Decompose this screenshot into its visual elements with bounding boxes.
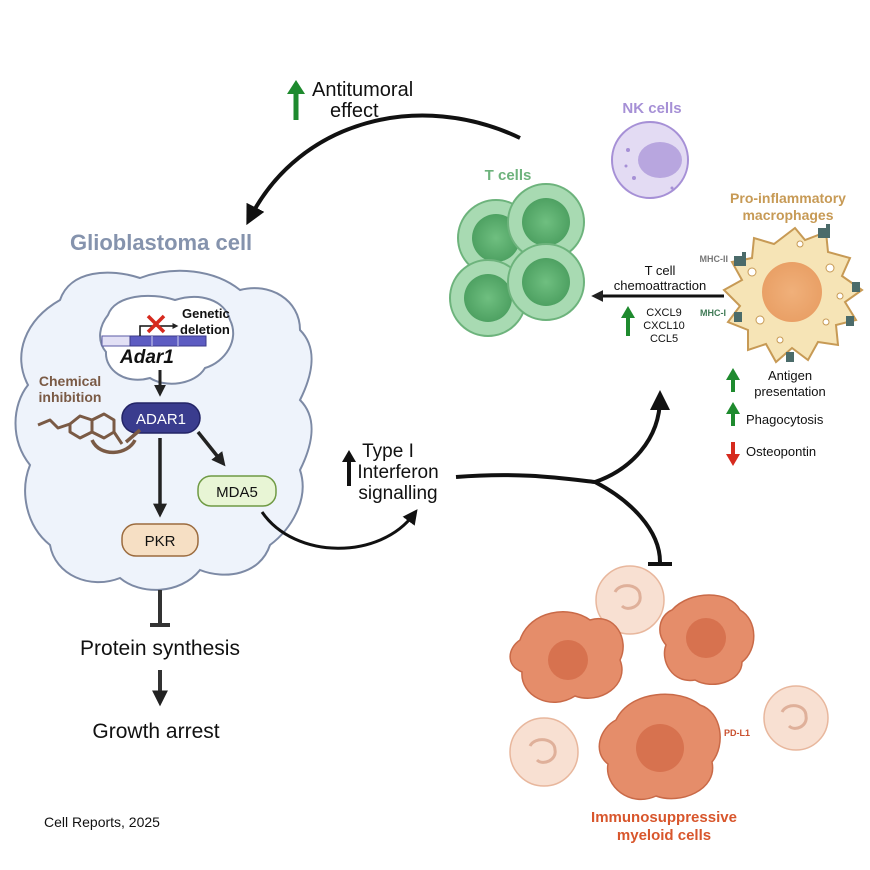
chemical-label-1: Chemical xyxy=(39,373,101,389)
macrophage-label-2: macrophages xyxy=(742,207,833,223)
inhibitor-molecule-icon xyxy=(37,412,124,445)
myeloid-cell-cluster xyxy=(509,565,829,801)
glioblastoma-title: Glioblastoma cell xyxy=(70,230,252,255)
mhc-receptor-icons xyxy=(734,224,860,362)
interferon-label-3: signalling xyxy=(358,483,437,504)
chemokine-cxcl10: CXCL10 xyxy=(643,320,685,332)
mhc2-label: MHC-II xyxy=(700,254,729,264)
chemokine-up-arrow xyxy=(621,306,635,336)
chemoattraction-label-1: T cell xyxy=(645,263,676,278)
antigen-label-1: Antigen xyxy=(768,368,812,383)
phagocytosis-label: Phagocytosis xyxy=(746,412,824,427)
growth-arrest-label: Growth arrest xyxy=(92,720,219,743)
nkcells-label: NK cells xyxy=(622,100,681,117)
myeloid-label-2: myeloid cells xyxy=(617,827,711,844)
macrophage-label-1: Pro-inflammatory xyxy=(730,190,846,206)
chemoattraction-label-2: chemoattraction xyxy=(614,278,707,293)
inhibition-curve xyxy=(90,439,137,455)
pkr-node: PKR xyxy=(121,523,199,557)
interferon-label-1: Type I xyxy=(362,441,414,462)
pkr-label: PKR xyxy=(145,533,176,550)
arrow-mda5-to-interferon xyxy=(260,509,418,550)
antigen-label-2: presentation xyxy=(754,384,826,399)
interferon-label-2: Interferon xyxy=(357,462,438,483)
macrophage-cell xyxy=(722,226,864,364)
adar1-label: ADAR1 xyxy=(136,411,186,428)
mda5-node: MDA5 xyxy=(197,475,277,507)
myeloid-label-1: Immunosuppressive xyxy=(591,809,737,826)
tcell-cluster xyxy=(449,183,585,337)
inhibit-to-myeloid xyxy=(594,480,662,563)
antitumoral-up-arrow xyxy=(287,80,305,120)
antitumoral-label-2: effect xyxy=(330,100,379,122)
adar1-gene-label: Adar1 xyxy=(119,347,174,368)
interferon-main-line xyxy=(455,473,596,484)
inhibition-bar xyxy=(124,428,142,444)
chemokine-ccl5: CCL5 xyxy=(650,333,678,345)
deletion-x-icon xyxy=(146,314,166,334)
interferon-up-arrow xyxy=(342,450,356,486)
protein-synthesis-label: Protein synthesis xyxy=(80,637,240,660)
antigen-up-arrow xyxy=(726,368,740,392)
osteopontin-label: Osteopontin xyxy=(746,444,816,459)
antitumoral-label-1: Antitumoral xyxy=(312,79,413,101)
arrow-to-macrophages xyxy=(594,390,670,484)
pdl1-label: PD-L1 xyxy=(724,728,750,738)
mda5-label: MDA5 xyxy=(216,484,258,501)
osteopontin-down-arrow xyxy=(726,442,740,466)
adar1-gene-bar xyxy=(101,323,207,347)
citation-label: Cell Reports, 2025 xyxy=(44,814,160,830)
phagocytosis-up-arrow xyxy=(726,402,740,426)
mhc1-label: MHC-I xyxy=(700,308,726,318)
tcells-label: T cells xyxy=(485,167,532,184)
genetic-deletion-label-2: deletion xyxy=(180,322,230,337)
genetic-deletion-label-1: Genetic xyxy=(182,306,230,321)
chemokine-cxcl9: CXCL9 xyxy=(646,307,681,319)
antitumoral-arrow xyxy=(246,113,521,226)
arrow-adar1-to-mda5 xyxy=(196,430,226,467)
adar1-node: ADAR1 xyxy=(121,402,201,434)
nk-cell xyxy=(611,121,689,199)
chemical-label-2: inhibition xyxy=(39,389,102,405)
